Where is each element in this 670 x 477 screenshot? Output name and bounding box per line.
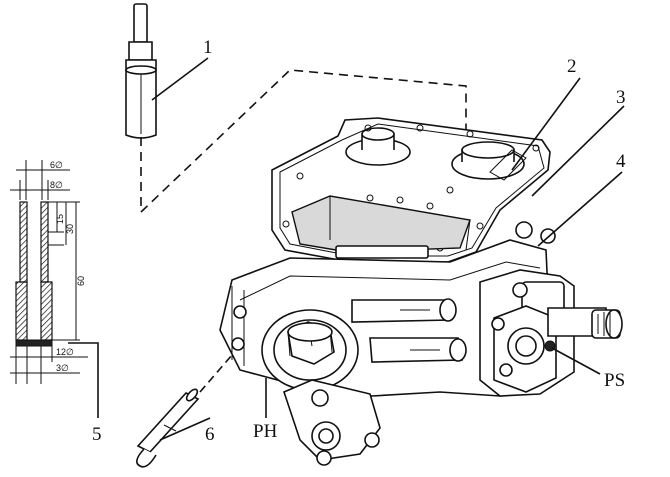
dashed-guide-pin-6 [199, 354, 233, 393]
callout-2: 2 [567, 56, 577, 77]
callout-4: 4 [616, 151, 626, 172]
dashed-guide-line [140, 69, 467, 214]
dimension-6-dia: 6∅ [50, 160, 63, 170]
dimension-8-dia: 8∅ [50, 180, 63, 190]
leader-lines [68, 57, 625, 441]
dimension-3-dia: 3∅ [56, 363, 69, 373]
dimension-60: 60 [76, 276, 86, 286]
callout-3: 3 [616, 87, 626, 108]
callout-ph: PH [253, 421, 278, 442]
callout-ps: PS [604, 370, 625, 391]
section-drawing-part-5: 6∅ 8∅ 15 30 60 12∅ 3∅ [10, 160, 88, 384]
dimension-15: 15 [55, 214, 65, 224]
callout-1: 1 [203, 37, 213, 58]
pin-part-6 [136, 388, 200, 468]
callout-6: 6 [205, 424, 215, 445]
callout-labels: 1 2 3 4 5 6 PH PS [92, 37, 626, 445]
pin-part-1 [125, 3, 157, 139]
valve-housing-assembly [219, 117, 623, 466]
dimension-12-dia: 12∅ [56, 347, 74, 357]
dimension-30: 30 [65, 224, 75, 234]
callout-5: 5 [92, 424, 102, 445]
